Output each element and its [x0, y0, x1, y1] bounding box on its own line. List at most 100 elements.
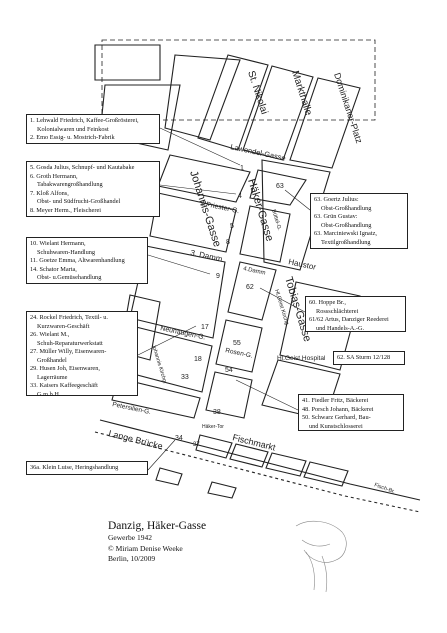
- legend-entry: 50. Schwarz Gerhard, Bau-: [302, 414, 371, 421]
- street-label: Lange Brücke: [108, 428, 164, 451]
- legend-entry: 63. Goertz Julius:: [314, 196, 359, 203]
- signature-sketch: [295, 520, 347, 593]
- legend-entry: 1. Lehwald Friedrich, Kaffee-Großröstere…: [30, 117, 139, 124]
- legend-entry: 60. Hoppe Br.,: [309, 299, 346, 306]
- legend-entry: Tabakwarengroßhandlung: [37, 181, 103, 188]
- legend-entry: Schuh-Reparaturwerkstatt: [37, 339, 103, 347]
- legend-box: 62. SA Sturm 12/128: [333, 351, 405, 365]
- building-label: St. Nikolai: [245, 70, 269, 116]
- map-caption: Danzig, Häker-Gasse Gewerbe 1942 © Miria…: [108, 519, 206, 565]
- street-label: Häker-Tor: [202, 424, 224, 430]
- leader-line: [259, 287, 306, 313]
- legend-entry: und Handels-A.-G.: [316, 324, 365, 332]
- building-block: [303, 461, 349, 487]
- legend-entry: 7. Kloß Alfons,: [30, 189, 69, 197]
- legend-box: 63. Goertz Julius: Obst-Großhandlung 63.…: [310, 193, 408, 249]
- leader-line: [235, 379, 299, 411]
- legend-entry: Lagerräume: [37, 373, 68, 381]
- legend-entry: 36a. Klein Luise, Heringshandlung: [30, 464, 119, 471]
- building-block: [101, 39, 376, 121]
- caption-line: Berlin, 10/2009: [108, 554, 156, 563]
- building-block: [227, 261, 277, 321]
- building-label: Hl.Geist Hospital: [277, 355, 326, 362]
- street-label: Lawendel-Gasse: [230, 142, 287, 163]
- legend-entry: 63. Grün Gustav:: [314, 213, 358, 220]
- building-block: [205, 371, 253, 419]
- legend-entry: 24. Rockel Friedrich, Textil- u.: [30, 314, 108, 321]
- building-block: [239, 205, 291, 263]
- building-block: [149, 192, 237, 253]
- river-bank: [99, 419, 421, 501]
- building-block: [215, 319, 263, 373]
- street-label: Haustor: [288, 257, 318, 272]
- legend-entry: Obst- und Südfrucht-Großhandel: [37, 198, 121, 205]
- building-block: [261, 159, 331, 271]
- house-number: 4: [238, 193, 242, 200]
- legend-entry: Rossschlächterei: [316, 307, 359, 315]
- house-number: 8: [226, 239, 230, 246]
- legend-entry: Textilgroßhandlung: [321, 238, 371, 246]
- street-label: Fisch-Br.: [373, 482, 396, 495]
- leader-line: [137, 325, 197, 356]
- legend-entry: Obst-Großhandlung: [321, 221, 372, 229]
- dominikaner-platz: [289, 77, 361, 169]
- leader-line: [284, 189, 311, 211]
- legend-entry: 29. Husen Joh, Eisenwaren,: [30, 365, 100, 372]
- legend-entry: Kolonialwaren und Feinkost: [37, 125, 109, 133]
- legend-entry: 6. Groth Hermann,: [30, 172, 78, 180]
- building-block: [164, 54, 241, 141]
- legend-entry: 11. Goetze Emma, Altwarenhandlung: [30, 257, 125, 264]
- house-number: 9: [216, 273, 220, 280]
- caption-title: Danzig, Häker-Gasse: [108, 520, 207, 532]
- street-label: Rosen-G.: [225, 347, 254, 360]
- legend-entry: 14. Schator Marta,: [30, 265, 77, 273]
- legend-entry: 63. Marciniewski Ignatz,: [314, 230, 377, 237]
- legend-entry: 2. Emo Essig- u. Mostrich-Fabrik: [30, 134, 115, 141]
- legend-box: 10. Wielant Hermann, Schuhwaren-Handlung…: [26, 237, 148, 284]
- river-bank: [94, 431, 421, 513]
- house-number: 54: [225, 367, 233, 374]
- legend-box: 41. Fiedler Fritz, Bäckerei 48. Porsch J…: [298, 394, 404, 431]
- house-number: 33: [181, 374, 189, 381]
- legend-entry: Schuhwaren-Handlung: [37, 248, 96, 256]
- legend-entry: 5. Gosda Julius, Schnupf- und Kautabake: [30, 164, 135, 171]
- street-label: Fischmarkt: [232, 432, 278, 452]
- legend-entry: G.m.b.H.: [37, 390, 61, 398]
- house-number: 37: [193, 442, 200, 448]
- legend-entry: Kurzwaren-Geschäft: [37, 322, 90, 330]
- leader-line: [147, 254, 211, 275]
- legend-box: 24. Rockel Friedrich, Textil- u. Kurzwar…: [26, 311, 138, 398]
- building-label: Dominikaner-Platz: [332, 72, 364, 145]
- street-label: Petersilien-G.: [112, 401, 152, 416]
- caption-line: Gewerbe 1942: [108, 533, 152, 542]
- legend-entry: 41. Fiedler Fritz, Bäckerei: [302, 397, 369, 404]
- legend-box: 36a. Klein Luise, Heringshandlung: [26, 461, 148, 475]
- legend-box: 5. Gosda Julius, Schnupf- und Kautabake …: [26, 161, 160, 217]
- legend-entry: Obst-Großhandlung: [321, 204, 372, 212]
- house-number: 1: [240, 165, 244, 172]
- legend-entry: 10. Wielant Hermann,: [30, 240, 86, 247]
- building-block: [129, 245, 226, 339]
- legend-entry: Obst- u.Gemüsehandlung: [37, 274, 102, 281]
- legend-entry: Großhandel: [37, 356, 67, 364]
- house-number: 34: [175, 435, 183, 442]
- legend-entry: 62. SA Sturm 12/128: [337, 354, 391, 361]
- leader-line: [159, 184, 237, 195]
- building-block: [157, 154, 251, 203]
- legend-entry: 8. Meyer Herm., Fleischerei: [30, 206, 101, 214]
- caption-line: © Miriam Denise Weeke: [108, 543, 183, 553]
- legend-entry: 61/62 Artus, Danziger Reederei: [309, 316, 389, 323]
- legend-entry: 33. Kaisers Kaffeegeschäft: [30, 382, 98, 389]
- house-number: 62: [246, 284, 254, 291]
- markthalle-building: [242, 65, 314, 161]
- building-block: [155, 467, 183, 486]
- house-number: 63: [276, 183, 284, 190]
- nikolai-church: [197, 54, 269, 151]
- legend-entry: und Kunstschlosserei: [309, 422, 363, 430]
- building-block: [94, 44, 161, 81]
- leader-line: [159, 127, 241, 166]
- house-number: 38: [213, 409, 221, 416]
- building-block: [207, 481, 237, 499]
- house-number: 18: [194, 356, 202, 363]
- building-block: [195, 434, 233, 459]
